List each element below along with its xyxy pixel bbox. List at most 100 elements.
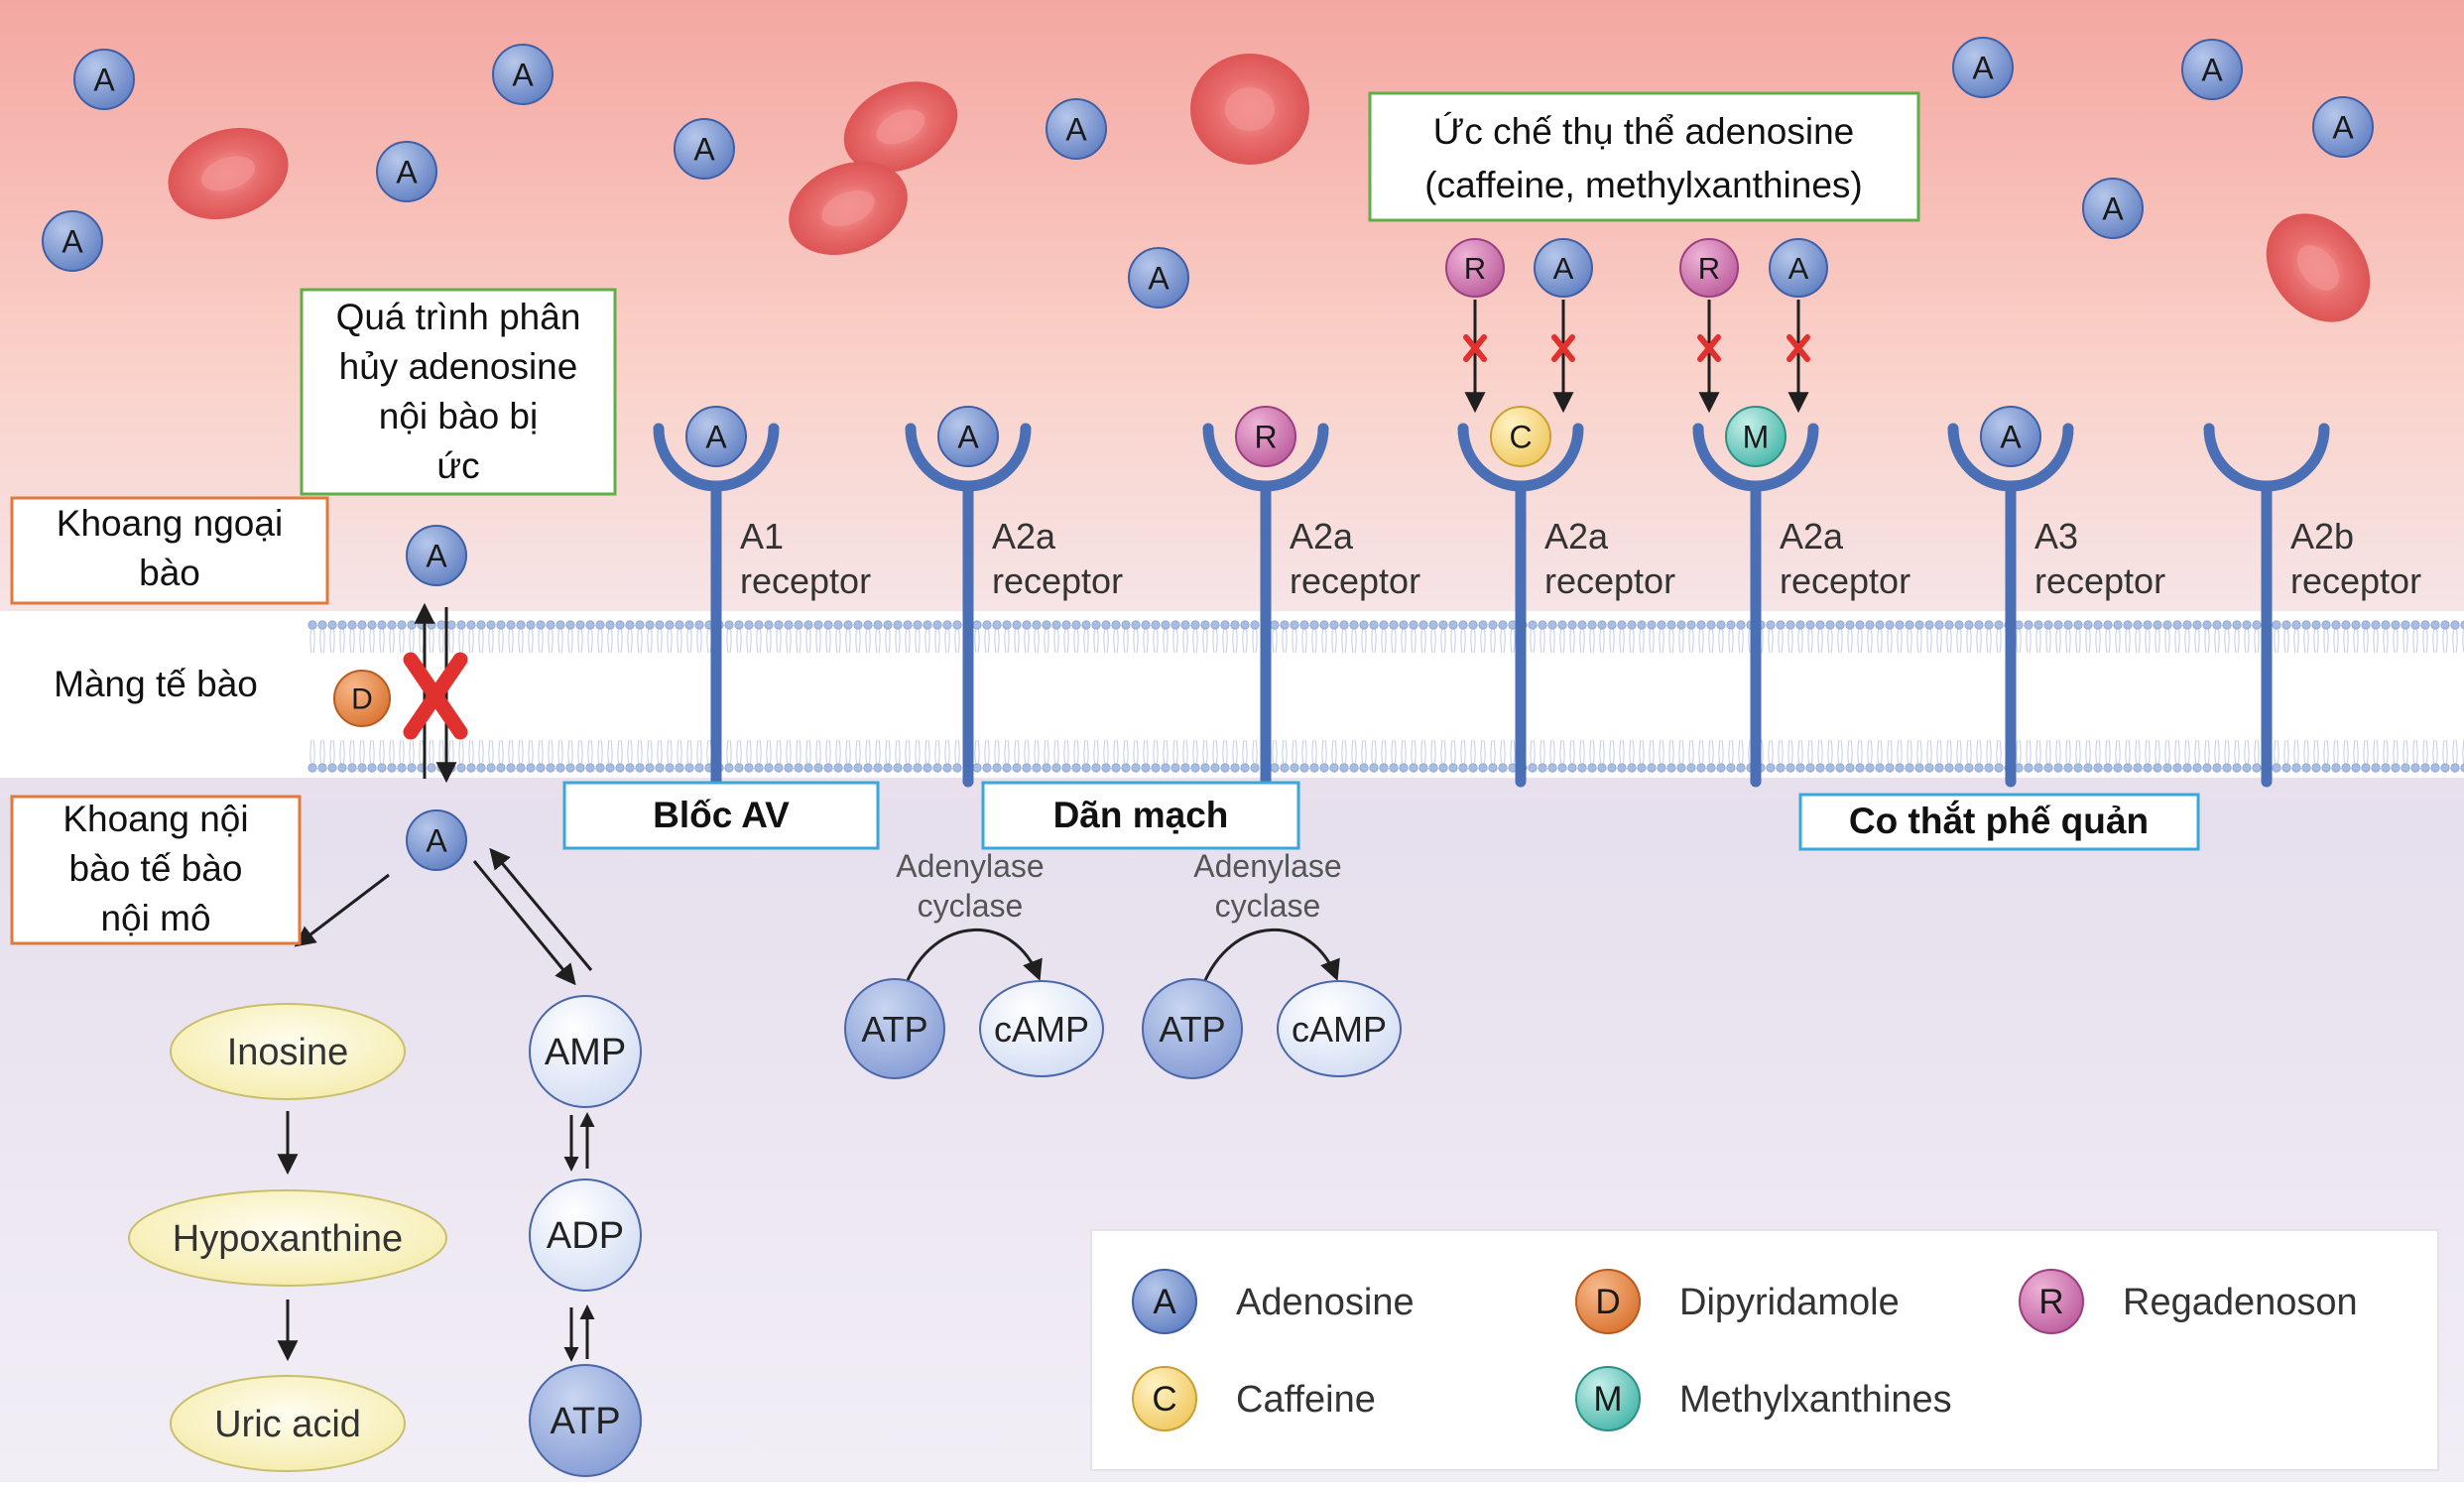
red-blood-cell (789, 162, 908, 255)
svg-text:Dãn mạch: Dãn mạch (1053, 795, 1229, 835)
svg-text:Inosine: Inosine (227, 1032, 349, 1073)
blocked-ligand-r: R (1445, 238, 1505, 414)
receptors: AA1receptorAA2areceptorRA2areceptorCA2ar… (653, 406, 2421, 788)
adenosine-icon: A (492, 44, 554, 105)
block-x-icon (1551, 334, 1575, 362)
blocked-transport-x-icon (403, 652, 468, 740)
effect-bronchospasm: Co thắt phế quản (1798, 793, 2200, 851)
svg-text:ATP: ATP (550, 1401, 620, 1442)
nucleotide-amp: AMP (529, 995, 642, 1108)
receptor-ligand-c-icon: C (1490, 406, 1551, 467)
adenosine-icon: A (2312, 96, 2374, 158)
nucleotide-atp: ATP (529, 1364, 642, 1477)
blocked-ligand-a-icon: A (1534, 238, 1593, 298)
svg-text:Màng tế bào: Màng tế bào (54, 664, 258, 704)
svg-text:Hypoxanthine: Hypoxanthine (173, 1218, 403, 1260)
receptor-sub: receptor (1544, 560, 1675, 601)
blocked-ligand-a-icon: A (1769, 238, 1828, 298)
block-x-icon (1786, 334, 1810, 362)
dipyridamole-icon: D (333, 670, 391, 727)
receptor-sub: receptor (1290, 560, 1420, 601)
extracellular-adenosine-icon: A (406, 525, 467, 586)
svg-text:C: C (1152, 1380, 1176, 1419)
receptor-ligand-a-icon: A (1980, 406, 2041, 467)
svg-text:Uric acid: Uric acid (214, 1404, 361, 1445)
receptor-name: A2a (1544, 516, 1609, 557)
legend-panel (1090, 1229, 2439, 1471)
legend-adenosine-icon: A (1132, 1269, 1197, 1334)
blocked-ligand-r-icon: R (1445, 238, 1505, 298)
atp-molecule: ATP (844, 978, 945, 1079)
svg-text:M: M (1743, 419, 1770, 454)
red-blood-cell (843, 81, 958, 173)
svg-text:Co thắt phế quản: Co thắt phế quản (1849, 800, 2149, 841)
free-adenosine-molecules: A A A A A A A A A A A A A D (42, 37, 2374, 871)
legend-methylxanthines-icon: M (1575, 1366, 1641, 1431)
svg-text:A: A (1972, 50, 1994, 85)
receptor-name: A2a (1780, 516, 1844, 557)
receptor-name: A1 (740, 516, 784, 557)
svg-text:R: R (2038, 1283, 2063, 1321)
adenosine-icon: A (1952, 37, 2014, 98)
block-x-icon (1463, 334, 1487, 362)
metabolite-hypoxanthine: Hypoxanthine (128, 1189, 447, 1287)
block-x-icon (1697, 334, 1721, 362)
svg-text:A: A (2000, 419, 2022, 454)
camp-molecule: cAMP (1277, 980, 1402, 1077)
membrane-inner-leaflet (308, 726, 2464, 778)
svg-text:Ức chế thụ thể adenosine(caffe: Ức chế thụ thể adenosine(caffeine, methy… (1424, 111, 1863, 205)
svg-text:A: A (426, 822, 447, 858)
svg-text:A: A (1553, 251, 1574, 286)
legend-label: Dipyridamole (1679, 1282, 1900, 1323)
effect-av-block: Blốc AV (562, 781, 880, 850)
receptor-sub: receptor (740, 560, 871, 601)
svg-text:A: A (957, 419, 979, 454)
adenosine-icon: A (73, 49, 135, 110)
svg-text:A: A (2102, 190, 2124, 226)
receptor-sub: receptor (2290, 560, 2421, 601)
camp-molecule: cAMP (979, 980, 1104, 1077)
receptor-sub: receptor (992, 560, 1123, 601)
metabolite-uric-acid: Uric acid (170, 1375, 406, 1472)
red-blood-cells (168, 54, 2371, 322)
receptor-ligand-r-icon: R (1235, 406, 1296, 467)
adenosine-icon: A (1046, 98, 1107, 160)
effect-vasodilation: Dãn mạch (981, 781, 1300, 850)
receptor-ligand-a-icon: A (937, 406, 999, 467)
svg-text:D: D (351, 683, 373, 716)
adenosine-icon: A (42, 210, 103, 272)
svg-text:A: A (426, 538, 447, 573)
svg-text:A: A (1065, 111, 1087, 147)
svg-text:A: A (396, 154, 418, 189)
svg-text:A: A (705, 419, 727, 454)
receptor-name: A2b (2290, 516, 2354, 557)
adenosine-icon: A (1128, 247, 1189, 309)
adenosine-icon: A (674, 118, 735, 180)
receptor-sub: receptor (2034, 560, 2165, 601)
membrane-core (308, 663, 2464, 726)
adenosine-icon: A (2181, 39, 2243, 100)
receptor-sub: receptor (1780, 560, 1910, 601)
svg-text:A: A (62, 223, 83, 259)
nucleoside-transporter (403, 602, 468, 784)
